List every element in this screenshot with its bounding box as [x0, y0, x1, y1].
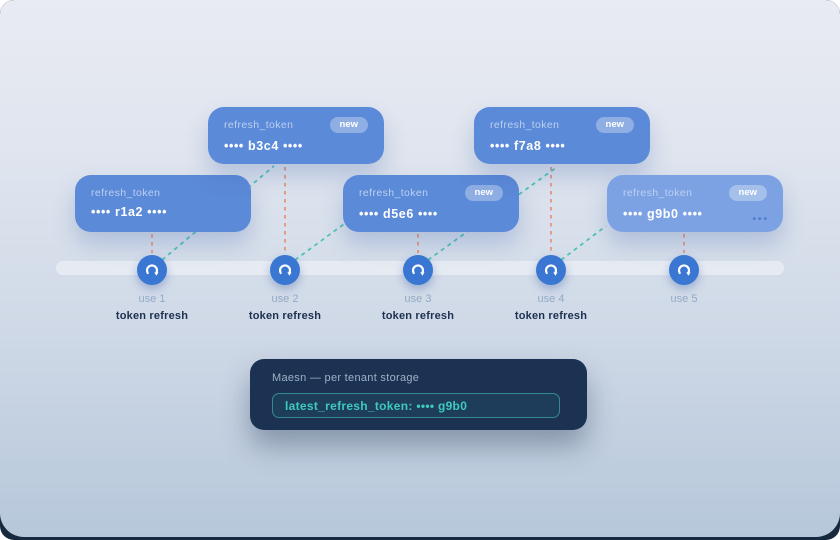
token-card-header: refresh_token new: [359, 185, 503, 201]
token-card-r1a2: refresh_token •••• r1a2 ••••: [75, 175, 251, 232]
use-label: use 5: [670, 293, 698, 305]
new-badge: new: [329, 117, 368, 133]
refresh-arrow-icon: [411, 264, 425, 276]
token-card-label: refresh_token: [359, 187, 429, 199]
use-label: use 4: [537, 293, 565, 305]
refresh-arrow-icon: [677, 264, 691, 276]
use-marker-4: use 4 token refresh: [491, 255, 611, 322]
token-card-header: refresh_token new: [224, 117, 368, 133]
latest-refresh-token-value: latest_refresh_token: •••• g9b0: [272, 393, 560, 418]
use-sublabel: token refresh: [115, 310, 189, 322]
token-card-label: refresh_token: [623, 187, 693, 199]
token-card-g9b0: refresh_token new •••• g9b0 •••• •••: [607, 175, 783, 232]
refresh-circle: [270, 255, 300, 285]
refresh-circle: [137, 255, 167, 285]
token-card-label: refresh_token: [91, 187, 161, 199]
use-label: use 1: [138, 293, 166, 305]
use-marker-5: use 5: [624, 255, 744, 310]
new-token-link-2: [294, 223, 345, 261]
new-badge: new: [464, 185, 503, 201]
token-value: •••• f7a8 ••••: [490, 139, 566, 153]
token-card-header: refresh_token: [91, 185, 235, 199]
token-value: •••• b3c4 ••••: [224, 139, 303, 153]
refresh-circle: [536, 255, 566, 285]
token-value: •••• d5e6 ••••: [359, 207, 438, 221]
token-card-f7a8: refresh_token new •••• f7a8 ••••: [474, 107, 650, 164]
token-card-d5e6: refresh_token new •••• d5e6 ••••: [343, 175, 519, 232]
refresh-circle: [403, 255, 433, 285]
tenant-storage-card: Maesn — per tenant storage latest_refres…: [250, 359, 587, 430]
token-card-header: refresh_token new: [623, 185, 767, 201]
refresh-arrow-icon: [544, 264, 558, 276]
use-marker-1: use 1 token refresh: [92, 255, 212, 322]
refresh-arrow-icon: [145, 264, 159, 276]
refresh-arrow-icon: [278, 264, 292, 276]
ellipsis-icon: •••: [752, 214, 769, 225]
use-marker-2: use 2 token refresh: [225, 255, 345, 322]
token-card-label: refresh_token: [490, 119, 560, 131]
token-value: •••• g9b0 ••••: [623, 207, 703, 221]
token-card-b3c4: refresh_token new •••• b3c4 ••••: [208, 107, 384, 164]
new-token-link-3: [427, 166, 558, 261]
token-card-label: refresh_token: [224, 119, 294, 131]
use-label: use 3: [404, 293, 432, 305]
new-token-link-4: [560, 225, 607, 261]
token-card-header: refresh_token new: [490, 117, 634, 133]
new-badge: new: [728, 185, 767, 201]
new-badge: new: [595, 117, 634, 133]
use-sublabel: token refresh: [248, 310, 322, 322]
storage-title: Maesn — per tenant storage: [272, 372, 420, 384]
use-label: use 2: [271, 293, 299, 305]
use-marker-3: use 3 token refresh: [358, 255, 478, 322]
use-sublabel: token refresh: [381, 310, 455, 322]
token-value: •••• r1a2 ••••: [91, 205, 168, 219]
use-sublabel: token refresh: [514, 310, 588, 322]
refresh-circle: [669, 255, 699, 285]
